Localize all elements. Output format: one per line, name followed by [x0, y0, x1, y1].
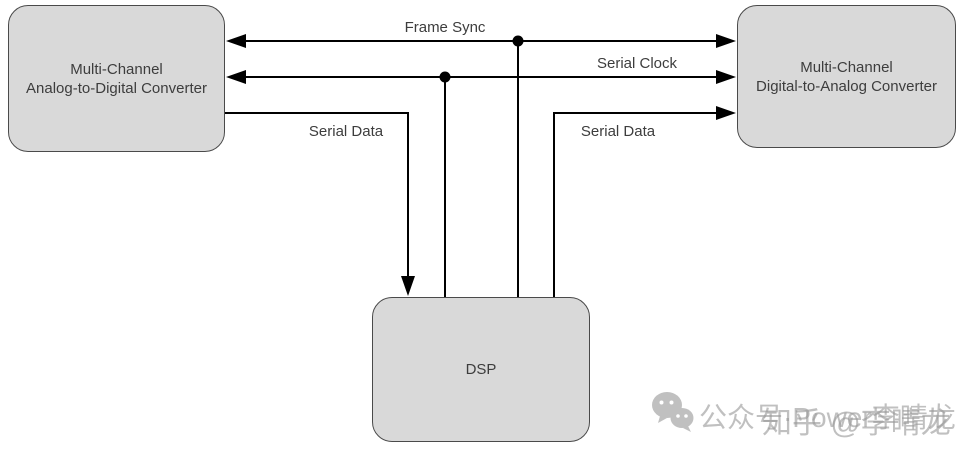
serial-data-adc-to-dsp-line [225, 112, 409, 280]
serial-data-dsp-to-dac-line [553, 112, 720, 297]
serial-data-down-arrowhead-icon [401, 276, 415, 296]
dsp-node-label: DSP [465, 361, 497, 378]
frame-sync-label: Frame Sync [404, 19, 486, 36]
dac-node: Multi-Channel Digital-to-Analog Converte… [737, 5, 956, 148]
frame-sync-left-arrowhead-icon [226, 34, 246, 48]
adc-node: Multi-Channel Analog-to-Digital Converte… [8, 5, 225, 152]
serial-clock-right-arrowhead-icon [716, 70, 736, 84]
serial-data-right-label: Serial Data [580, 123, 656, 140]
serial-clock-left-arrowhead-icon [226, 70, 246, 84]
dsp-node: DSP [372, 297, 590, 442]
dac-node-label: Multi-Channel Digital-to-Analog Converte… [756, 58, 937, 95]
frame-sync-right-arrowhead-icon [716, 34, 736, 48]
adc-node-label: Multi-Channel Analog-to-Digital Converte… [26, 60, 207, 97]
serial-data-left-label: Serial Data [308, 123, 384, 140]
serial-clock-label: Serial Clock [596, 55, 678, 72]
serial-data-right-arrowhead-icon [716, 106, 736, 120]
wechat-chat-bubbles-icon [652, 392, 694, 432]
